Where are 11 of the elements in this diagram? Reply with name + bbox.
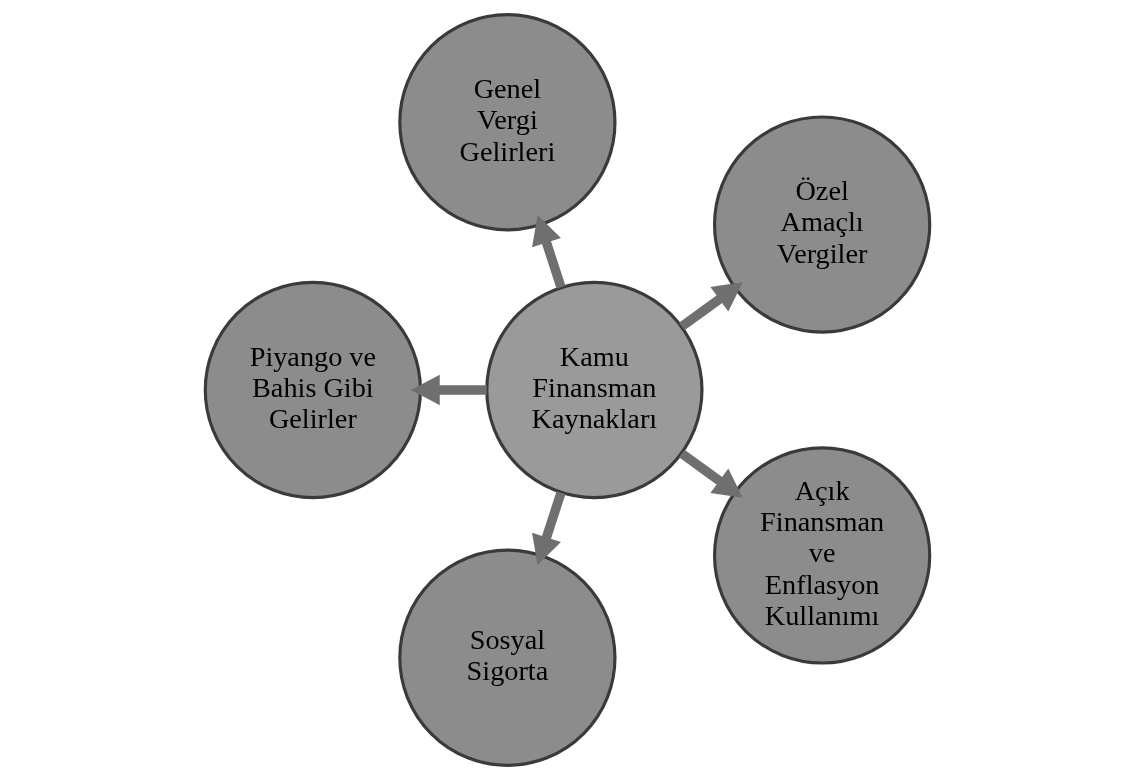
arrow bbox=[531, 215, 565, 289]
node-circle: Açık Finansman ve Enflasyon Kullanımı bbox=[712, 446, 931, 665]
arrow bbox=[410, 374, 487, 406]
node-circle: Sosyal Sigorta bbox=[397, 548, 617, 767]
arrow bbox=[531, 491, 565, 565]
node-circle: Piyango ve Bahis Gibi Gelirler bbox=[203, 280, 422, 500]
arrow bbox=[678, 282, 743, 331]
node-circle: Kamu Finansman Kaynakları bbox=[484, 280, 704, 500]
node-circle: Özel Amaçlı Vergiler bbox=[712, 115, 931, 334]
arrow bbox=[678, 449, 743, 498]
node-circle: Genel Vergi Gelirleri bbox=[397, 13, 617, 232]
